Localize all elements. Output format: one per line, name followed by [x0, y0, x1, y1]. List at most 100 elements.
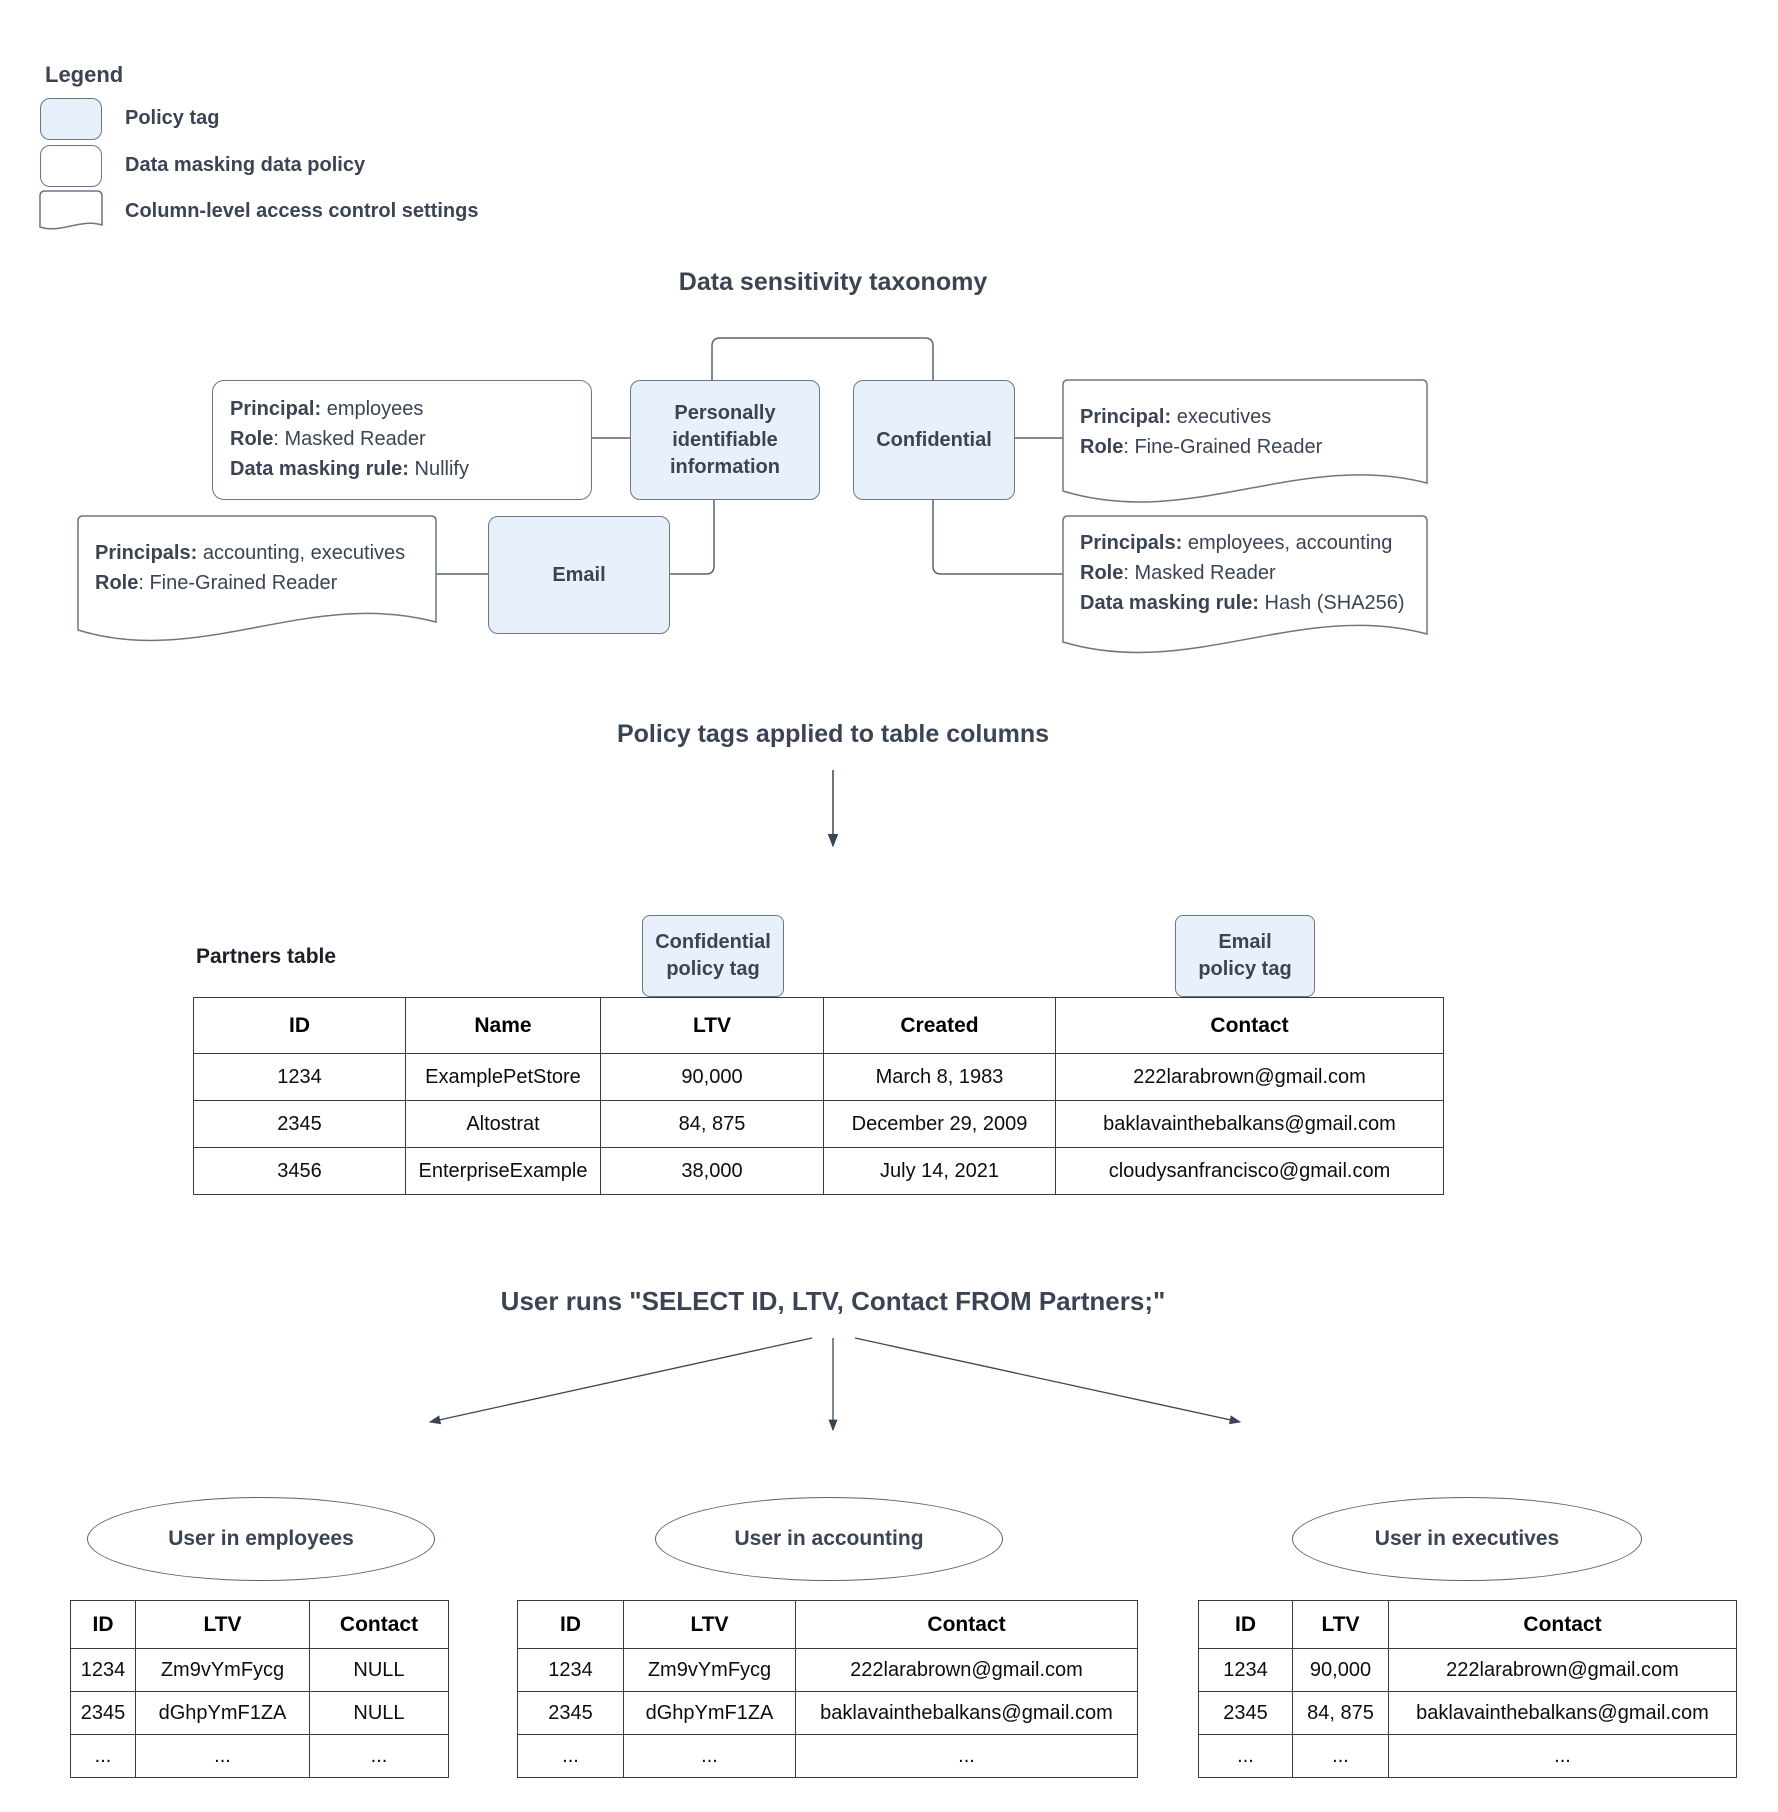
partners-cell: 2345: [193, 1100, 406, 1148]
taxonomy-title: Data sensitivity taxonomy: [678, 268, 988, 296]
partners-row: 2345 Altostrat 84, 875 December 29, 2009…: [193, 1100, 1444, 1148]
applied-title: Policy tags applied to table columns: [616, 720, 1050, 748]
access-box-executives-text: Principal: executives Role: Fine-Grained…: [1080, 402, 1322, 462]
policy-box-employees-masking: [212, 380, 592, 500]
taxonomy-bracket-connector: [711, 337, 934, 380]
result-cell: Zm9vYmFycg: [623, 1648, 796, 1692]
email-policy-tag-line2: policy tag: [1198, 958, 1292, 980]
partners-cell: Altostrat: [405, 1100, 601, 1148]
user-group-label: User in executives: [1374, 1527, 1560, 1550]
result-header-row: ID LTV Contact: [517, 1600, 1138, 1649]
policy-line: Data masking rule: Hash (SHA256): [1080, 592, 1405, 614]
result-cell: baklavainthebalkans@gmail.com: [1388, 1691, 1737, 1735]
result-cell: 222larabrown@gmail.com: [795, 1648, 1138, 1692]
result-cell: dGhpYmF1ZA: [135, 1691, 310, 1735]
confidential-policy-tag-callout: Confidential policy tag: [642, 915, 784, 997]
result-row: ... ... ...: [1198, 1734, 1737, 1778]
user-group-label: User in accounting: [734, 1527, 924, 1550]
result-header-cell: ID: [70, 1600, 136, 1649]
result-cell: ...: [517, 1734, 624, 1778]
confidential-policy-tag-line2: policy tag: [666, 958, 760, 980]
policy-tag-email-label: Email: [552, 563, 606, 586]
policy-line: Role: Masked Reader: [1080, 562, 1276, 584]
user-group-oval-accounting: User in accounting: [655, 1497, 1003, 1581]
result-cell: 90,000: [1292, 1648, 1389, 1692]
result-cell: 2345: [517, 1691, 624, 1735]
policy-line: Principals: accounting, executives: [95, 542, 406, 564]
result-header-row: ID LTV Contact: [70, 1600, 449, 1649]
policy-tag-pii-label: Personally identifiable information: [670, 401, 780, 478]
user-group-label: User in employees: [168, 1527, 354, 1550]
result-row: 1234 Zm9vYmFycg NULL: [70, 1648, 449, 1692]
partners-cell: baklavainthebalkans@gmail.com: [1055, 1100, 1444, 1148]
policy-tag-confidential-label: Confidential: [876, 428, 992, 451]
partners-header-cell: Contact: [1055, 997, 1444, 1054]
legend-swatch-access-control: [39, 190, 103, 230]
result-cell: ...: [135, 1734, 310, 1778]
result-row: 1234 90,000 222larabrown@gmail.com: [1198, 1648, 1737, 1692]
result-header-cell: LTV: [135, 1600, 310, 1649]
partners-row: 1234 ExamplePetStore 90,000 March 8, 198…: [193, 1053, 1444, 1101]
partners-cell: 3456: [193, 1147, 406, 1195]
fan-arrow-left-icon: [428, 1337, 813, 1425]
result-cell: 1234: [70, 1648, 136, 1692]
result-cell: 2345: [70, 1691, 136, 1735]
legend-item-policy-tag: Policy tag: [125, 107, 220, 129]
partners-header-cell: LTV: [600, 997, 824, 1054]
result-header-row: ID LTV Contact: [1198, 1600, 1737, 1649]
connector-email-pii: [668, 498, 715, 575]
policy-tag-pii: Personally identifiable information: [630, 380, 820, 500]
result-cell: ...: [1388, 1734, 1737, 1778]
policy-line: Principal: executives: [1080, 406, 1272, 428]
result-cell: 222larabrown@gmail.com: [1388, 1648, 1737, 1692]
policy-line: Data masking rule: Nullify: [230, 458, 469, 480]
query-title: User runs "SELECT ID, LTV, Contact FROM …: [500, 1286, 1166, 1316]
result-cell: ...: [623, 1734, 796, 1778]
partners-cell: December 29, 2009: [823, 1100, 1056, 1148]
access-box-accounting-text: Principals: accounting, executives Role:…: [95, 538, 405, 598]
result-cell: NULL: [309, 1691, 449, 1735]
result-cell: ...: [70, 1734, 136, 1778]
result-row: 2345 84, 875 baklavainthebalkans@gmail.c…: [1198, 1691, 1737, 1735]
partners-cell: EnterpriseExample: [405, 1147, 601, 1195]
policy-tag-confidential: Confidential: [853, 380, 1015, 500]
result-cell: 1234: [517, 1648, 624, 1692]
result-cell: ...: [1198, 1734, 1293, 1778]
result-row: 2345 dGhpYmF1ZA baklavainthebalkans@gmai…: [517, 1691, 1138, 1735]
result-header-cell: ID: [1198, 1600, 1293, 1649]
result-cell: baklavainthebalkans@gmail.com: [795, 1691, 1138, 1735]
result-cell: ...: [309, 1734, 449, 1778]
partners-row: 3456 EnterpriseExample 38,000 July 14, 2…: [193, 1147, 1444, 1195]
email-policy-tag-callout: Email policy tag: [1175, 915, 1315, 997]
result-header-cell: ID: [517, 1600, 624, 1649]
result-row: 2345 dGhpYmF1ZA NULL: [70, 1691, 449, 1735]
result-header-cell: LTV: [623, 1600, 796, 1649]
connector-confidential-masking: [932, 499, 1063, 575]
legend-swatch-policy-tag: [40, 98, 102, 140]
partners-cell: 222larabrown@gmail.com: [1055, 1053, 1444, 1101]
email-policy-tag-line1: Email: [1218, 931, 1272, 953]
partners-header-cell: ID: [193, 997, 406, 1054]
result-row: 1234 Zm9vYmFycg 222larabrown@gmail.com: [517, 1648, 1138, 1692]
policy-line: Principal: employees: [230, 398, 424, 420]
partners-cell: 1234: [193, 1053, 406, 1101]
result-header-cell: Contact: [795, 1600, 1138, 1649]
masking-box-confidential-text: Principals: employees, accounting Role: …: [1080, 528, 1405, 618]
user-group-oval-executives: User in executives: [1292, 1497, 1642, 1581]
result-cell: 1234: [1198, 1648, 1293, 1692]
partners-table-label: Partners table: [196, 945, 337, 968]
result-cell: 2345: [1198, 1691, 1293, 1735]
result-header-cell: LTV: [1292, 1600, 1389, 1649]
partners-header-cell: Name: [405, 997, 601, 1054]
result-cell: ...: [1292, 1734, 1389, 1778]
result-table-accounting: ID LTV Contact 1234 Zm9vYmFycg 222larabr…: [517, 1600, 1138, 1778]
legend-title: Legend: [45, 62, 124, 87]
partners-cell: 84, 875: [600, 1100, 824, 1148]
result-cell: NULL: [309, 1648, 449, 1692]
legend-item-access-control: Column-level access control settings: [125, 200, 479, 222]
partners-cell: cloudysanfrancisco@gmail.com: [1055, 1147, 1444, 1195]
result-cell: 84, 875: [1292, 1691, 1389, 1735]
partners-cell: 38,000: [600, 1147, 824, 1195]
policy-line: Role: Fine-Grained Reader: [95, 572, 338, 594]
result-table-employees: ID LTV Contact 1234 Zm9vYmFycg NULL 2345…: [70, 1600, 449, 1778]
